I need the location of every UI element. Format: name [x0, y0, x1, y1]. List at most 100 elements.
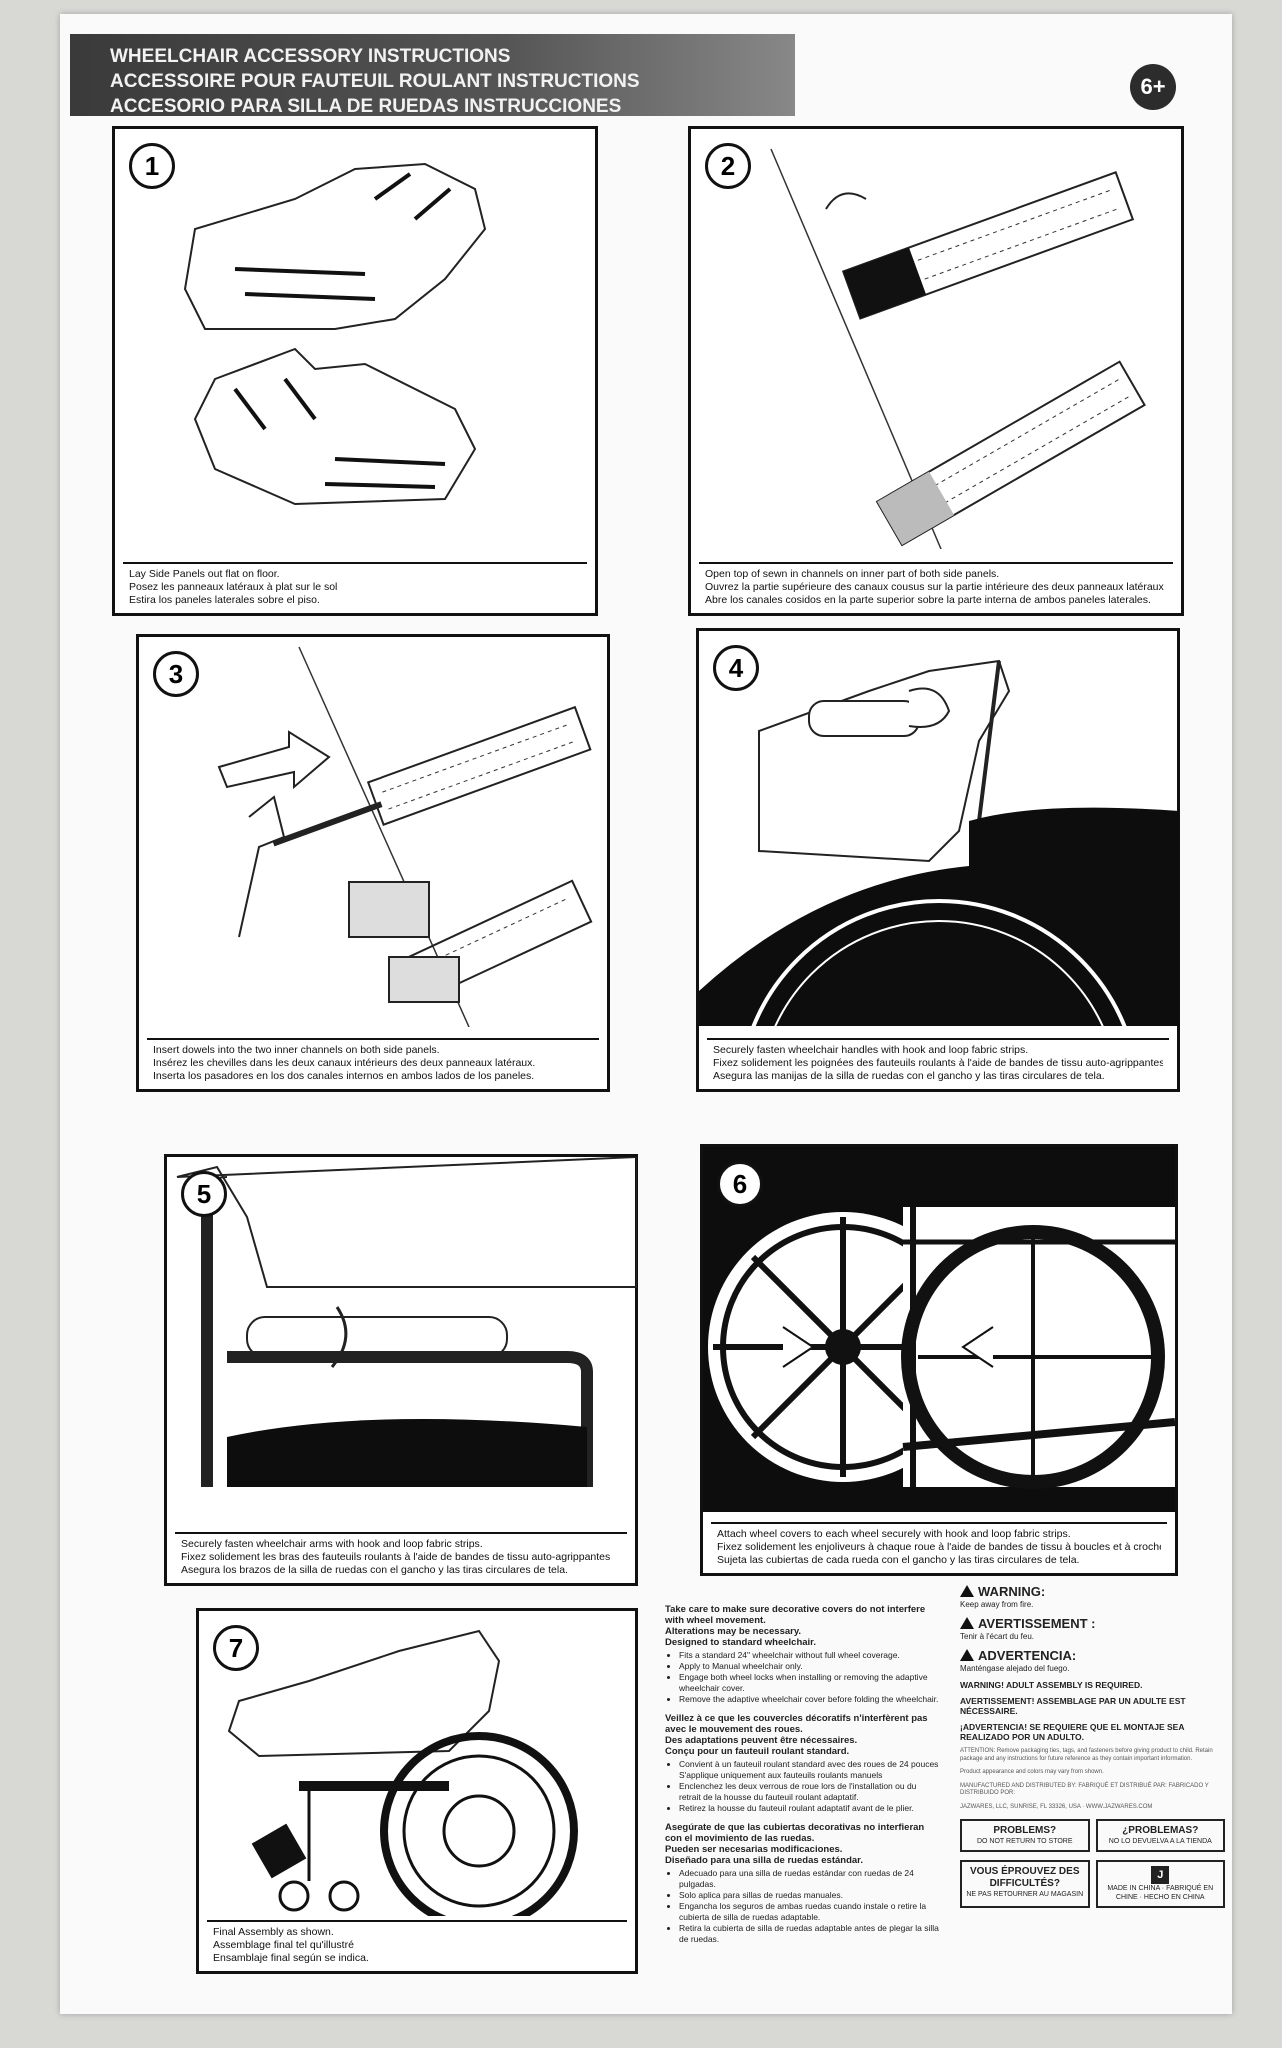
- dowel-insert-illustration: [217, 646, 593, 1027]
- step-4-caption-en: Securely fasten wheelchair handles with …: [713, 1044, 1029, 1056]
- list-item: Engage both wheel locks when installing …: [679, 1672, 940, 1694]
- step-3-panel: 3 Insert dowels into the two inner chann…: [136, 634, 610, 1092]
- header-bar: WHEELCHAIR ACCESSORY INSTRUCTIONS ACCESS…: [70, 34, 795, 117]
- step-4-number: 4: [713, 645, 759, 691]
- side-panels-illustration: [183, 162, 487, 506]
- warning-text-en: Keep away from fire.: [960, 1600, 1034, 1609]
- distributor-label: MANUFACTURED AND DISTRIBUTED BY: FABRIQU…: [960, 1782, 1209, 1797]
- header-title-en: WHEELCHAIR ACCESSORY INSTRUCTIONS: [110, 46, 511, 67]
- list-item: Enclenchez les deux verrous de roue lors…: [679, 1781, 940, 1803]
- header-title-es: ACCESORIO PARA SILLA DE RUEDAS INSTRUCCI…: [110, 96, 622, 117]
- step-3-caption-fr: Insérez les chevilles dans les deux cana…: [153, 1057, 536, 1069]
- step-5-caption-fr: Fixez solidement les bras des fauteuils …: [181, 1551, 611, 1563]
- problems-box-fr: VOUS ÉPROUVEZ DES DIFFICULTÉS? NE PAS RE…: [960, 1860, 1090, 1908]
- list-item: Engancha los seguros de ambas ruedas cua…: [679, 1901, 940, 1923]
- support-boxes-row-2: VOUS ÉPROUVEZ DES DIFFICULTÉS? NE PAS RE…: [960, 1860, 1225, 1908]
- notes-en-list: Fits a standard 24" wheelchair without f…: [665, 1650, 940, 1705]
- handle-fasten-illustration: [699, 659, 1179, 1026]
- step-6-number: 6: [717, 1161, 763, 1207]
- step-7-caption-en: Final Assembly as shown.: [213, 1926, 334, 1938]
- arm-fasten-illustration: [176, 1157, 637, 1487]
- step-5-caption: Securely fasten wheelchair arms with hoo…: [175, 1532, 627, 1579]
- step-2-caption-en: Open top of sewn in channels on inner pa…: [705, 568, 1000, 580]
- list-item: Adecuado para una silla de ruedas estánd…: [679, 1868, 940, 1890]
- instruction-sheet: WHEELCHAIR ACCESSORY INSTRUCTIONS ACCESS…: [60, 14, 1232, 2014]
- warning-text-es: Manténgase alejado del fuego.: [960, 1664, 1070, 1673]
- notes-es-heading: Asegúrate de que las cubiertas decorativ…: [665, 1822, 925, 1844]
- fine-print-appearance: Product appearance and colors may vary f…: [960, 1769, 1104, 1775]
- step-6-caption-en: Attach wheel covers to each wheel secure…: [717, 1528, 1071, 1540]
- adult-assembly-es: ¡ADVERTENCIA! SE REQUIERE QUE EL MONTAJE…: [960, 1722, 1185, 1742]
- step-6-caption-fr: Fixez solidement les enjoliveurs à chaqu…: [717, 1541, 1161, 1553]
- header-title-fr: ACCESSOIRE POUR FAUTEUIL ROULANT INSTRUC…: [110, 71, 640, 92]
- step-2-caption-es: Abre los canales cosidos en la parte sup…: [705, 594, 1151, 606]
- step-4-panel: 4 Securely fasten wheelchair handles wit…: [696, 628, 1180, 1092]
- step-6-panel: 6 Attach wheel covers to each wheel secu…: [700, 1144, 1178, 1576]
- step-2-caption-fr: Ouvrez la partie supérieure des canaux c…: [705, 581, 1164, 593]
- notes-en-heading-2: Alterations may be necessary.: [665, 1626, 802, 1637]
- warning-title-text: AVERTISSEMENT :: [978, 1616, 1096, 1631]
- step-5-panel: 5 Securely fasten wheelchair arms with h…: [164, 1154, 638, 1586]
- step-1-caption-fr: Posez les panneaux latéraux à plat sur l…: [129, 581, 338, 593]
- step-5-caption-es: Asegura los brazos de la silla de ruedas…: [181, 1564, 568, 1576]
- list-item: Solo aplica para sillas de ruedas manual…: [679, 1890, 940, 1901]
- notes-fr-heading-3: Conçu pour un fauteuil roulant standard.: [665, 1746, 850, 1757]
- problemas-title: ¿PROBLEMAS?: [1122, 1825, 1199, 1836]
- notes-es-heading-3: Diseñado para una silla de ruedas estánd…: [665, 1855, 863, 1866]
- problems-box-en: PROBLEMS? DO NOT RETURN TO STORE: [960, 1819, 1090, 1852]
- step-4-caption-es: Asegura las manijas de la silla de rueda…: [713, 1070, 1105, 1082]
- difficultes-text: NE PAS RETOURNER AU MAGASIN: [966, 1891, 1084, 1898]
- warning-title-text: ADVERTENCIA:: [978, 1648, 1077, 1663]
- fine-print-attention: ATTENTION: Remove packaging ties, tags, …: [960, 1748, 1213, 1762]
- notes-fr-heading-2: Des adaptations peuvent être nécessaires…: [665, 1735, 858, 1746]
- wheel-cover-illustration: [703, 1147, 1175, 1512]
- final-assembly-illustration: [227, 1629, 578, 1916]
- problems-box-es: ¿PROBLEMAS? NO LO DEVUELVA A LA TIENDA: [1095, 1819, 1225, 1852]
- list-item: Convient à un fauteuil roulant standard …: [679, 1759, 940, 1781]
- list-item: Fits a standard 24" wheelchair without f…: [679, 1650, 940, 1661]
- step-1-caption-es: Estira los paneles laterales sobre el pi…: [129, 594, 320, 606]
- warning-title-en: WARNING:: [960, 1584, 1225, 1600]
- step-7-caption-fr: Assemblage final tel qu'illustré: [213, 1939, 354, 1951]
- step-3-caption-en: Insert dowels into the two inner channel…: [153, 1044, 440, 1056]
- company-box: J MADE IN CHINA · FABRIQUÉ EN CHINE · HE…: [1095, 1860, 1225, 1908]
- step-6-caption: Attach wheel covers to each wheel secure…: [711, 1522, 1167, 1569]
- warning-title-text: WARNING:: [978, 1584, 1046, 1599]
- step-1-caption: Lay Side Panels out flat on floor. Posez…: [123, 562, 587, 609]
- usage-notes: Take care to make sure decorative covers…: [665, 1604, 940, 1953]
- step-7-caption-es: Ensamblaje final según se indica.: [213, 1952, 369, 1964]
- step-4-caption: Securely fasten wheelchair handles with …: [707, 1038, 1169, 1085]
- warning-title-es: ADVERTENCIA:: [960, 1648, 1225, 1664]
- problems-text: DO NOT RETURN TO STORE: [976, 1838, 1073, 1845]
- support-boxes: PROBLEMS? DO NOT RETURN TO STORE ¿PROBLE…: [960, 1819, 1225, 1852]
- warnings-block: WARNING: Keep away from fire. AVERTISSEM…: [960, 1584, 1225, 1908]
- list-item: Retira la cubierta de silla de ruedas ad…: [679, 1923, 940, 1945]
- list-item: Apply to Manual wheelchair only.: [679, 1661, 940, 1672]
- warning-icon: [960, 1585, 974, 1597]
- step-6-caption-es: Sujeta las cubiertas de cada rueda con e…: [717, 1554, 1080, 1566]
- problemas-text: NO LO DEVUELVA A LA TIENDA: [1108, 1838, 1212, 1845]
- company-info: JAZWARES, LLC, SUNRISE, FL 33326, USA · …: [960, 1803, 1153, 1810]
- warning-icon: [960, 1649, 974, 1661]
- step-2-number: 2: [705, 143, 751, 189]
- step-5-caption-en: Securely fasten wheelchair arms with hoo…: [181, 1538, 483, 1550]
- made-in-text: MADE IN CHINA · FABRIQUÉ EN CHINE · HECH…: [1107, 1885, 1214, 1901]
- age-badge: 6+: [1130, 64, 1176, 110]
- brand-logo: J: [1151, 1866, 1170, 1884]
- notes-fr-heading: Veillez à ce que les couvercles décorati…: [665, 1713, 928, 1735]
- step-4-caption-fr: Fixez solidement les poignées des fauteu…: [713, 1057, 1163, 1069]
- step-3-number: 3: [153, 651, 199, 697]
- step-2-caption: Open top of sewn in channels on inner pa…: [699, 562, 1173, 609]
- step-1-caption-en: Lay Side Panels out flat on floor.: [129, 568, 280, 580]
- list-item: Retirez la housse du fauteuil roulant ad…: [679, 1803, 940, 1814]
- step-1-panel: 1 Lay Side Panels out flat on floor. Pos…: [112, 126, 598, 616]
- step-1-number: 1: [129, 143, 175, 189]
- step-5-number: 5: [181, 1171, 227, 1217]
- adult-assembly-fr: AVERTISSEMENT! ASSEMBLAGE PAR UN ADULTE …: [960, 1696, 1186, 1716]
- step-2-panel: 2 Open top of sewn in channels on inner …: [688, 126, 1184, 616]
- notes-es-heading-2: Pueden ser necesarias modificaciones.: [665, 1844, 843, 1855]
- adult-assembly-en: WARNING! ADULT ASSEMBLY IS REQUIRED.: [960, 1680, 1143, 1690]
- step-7-caption: Final Assembly as shown. Assemblage fina…: [207, 1920, 627, 1967]
- step-7-panel: 7 Final Assembly as shown. Assemblage fi…: [196, 1608, 638, 1974]
- notes-fr-list: Convient à un fauteuil roulant standard …: [665, 1759, 940, 1814]
